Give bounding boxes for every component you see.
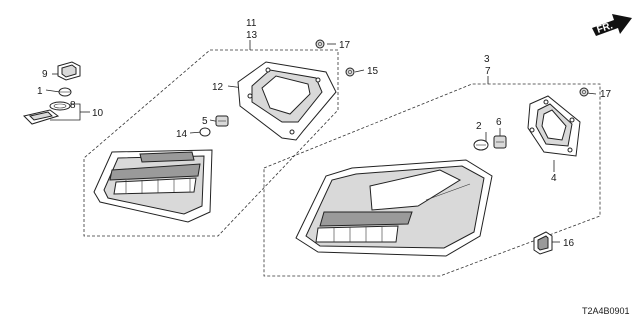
diagram-code: T2A4B0901 xyxy=(582,306,630,316)
callout-1: 1 xyxy=(37,86,43,97)
callout-15: 15 xyxy=(367,66,379,77)
callout-14: 14 xyxy=(176,129,188,140)
callout-9: 9 xyxy=(42,69,48,80)
socket-part-9 xyxy=(57,61,81,81)
callout-13: 13 xyxy=(246,30,258,41)
callout-17-upper: 17 xyxy=(339,40,351,51)
nut-part-15 xyxy=(345,67,355,77)
license-light-lens xyxy=(23,109,60,125)
outer-light-group-outline xyxy=(263,83,601,277)
callout-11: 11 xyxy=(246,18,257,29)
callout-7: 7 xyxy=(485,66,491,77)
nut-part-17-right xyxy=(579,87,589,97)
bulb-part-2 xyxy=(473,139,489,151)
callout-4: 4 xyxy=(551,173,557,184)
cover-part-16 xyxy=(533,231,553,255)
inner-light-group-outline xyxy=(83,49,339,237)
socket-part-6 xyxy=(493,135,507,149)
callout-3: 3 xyxy=(484,54,490,65)
nut-part-17-upper xyxy=(315,39,325,49)
callout-5: 5 xyxy=(202,116,208,127)
gasket-part-4 xyxy=(527,95,581,157)
outer-tail-light xyxy=(295,159,493,257)
inner-tail-light xyxy=(93,149,213,223)
callout-2: 2 xyxy=(476,121,482,132)
inner-housing-part-12 xyxy=(237,61,337,141)
front-direction-label: FR. xyxy=(596,20,615,36)
front-direction-arrow: FR. xyxy=(592,14,632,36)
callout-8: 8 xyxy=(70,100,76,111)
callout-10: 10 xyxy=(92,108,104,119)
callout-6: 6 xyxy=(496,117,502,128)
gasket-part-8 xyxy=(49,101,71,111)
bulb-part-1 xyxy=(58,87,72,97)
callout-12: 12 xyxy=(212,82,224,93)
callout-16: 16 xyxy=(563,238,575,249)
bulb-part-14 xyxy=(199,127,211,137)
callout-17-right: 17 xyxy=(600,89,612,100)
socket-part-5 xyxy=(215,115,229,127)
